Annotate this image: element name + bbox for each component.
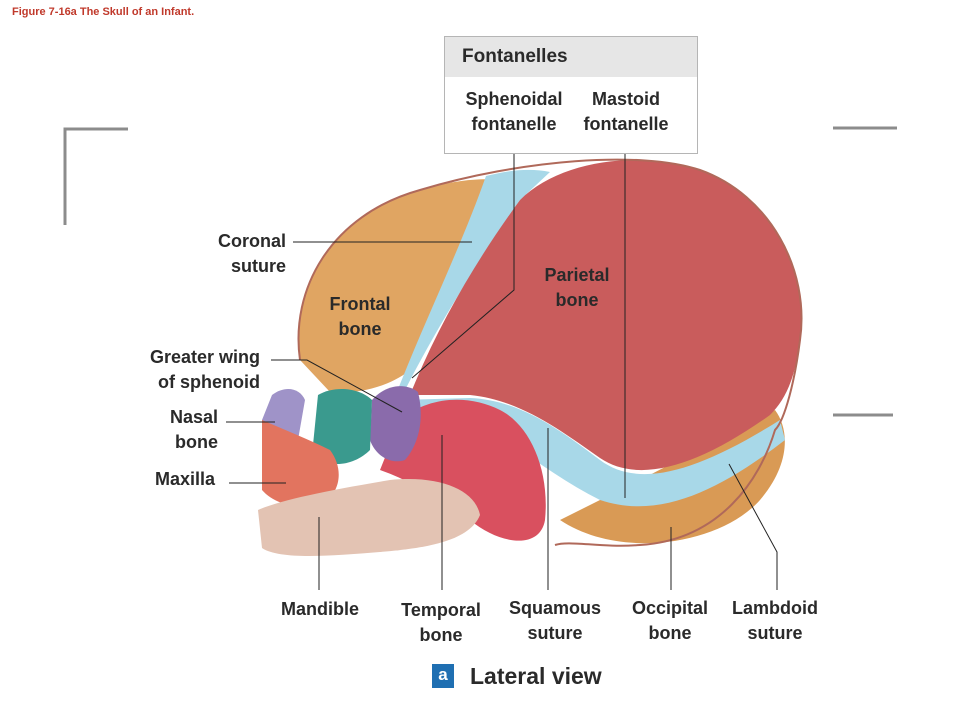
mastoid-fontanelle-label: Mastoid fontanelle (583, 89, 669, 134)
maxilla-shape (262, 420, 339, 507)
maxilla-label: Maxilla (154, 469, 215, 489)
orbit-shape (312, 388, 372, 465)
sphenoidal-fontanelle-label: Sphenoidal fontanelle (465, 89, 563, 134)
fontanelles-title: Fontanelles (445, 37, 697, 77)
panel-badge: a (432, 664, 454, 688)
fontanelles-box: Fontanelles Sphenoidal fontanelle Mastoi… (444, 36, 698, 154)
frontal-bone-shape (298, 179, 500, 393)
sphenoid-wing-shape (370, 386, 421, 462)
parietal-bone-shape (410, 160, 802, 471)
lateral-view-title: Lateral view (470, 663, 602, 689)
frame-marks (63, 126, 897, 417)
figure-caption: Figure 7-16a The Skull of an Infant. (12, 6, 195, 18)
mandible-label: Mandible (280, 599, 359, 619)
temporal-bone-shape (380, 399, 546, 541)
mandible-shape (258, 479, 480, 556)
leader-lines (226, 143, 778, 590)
